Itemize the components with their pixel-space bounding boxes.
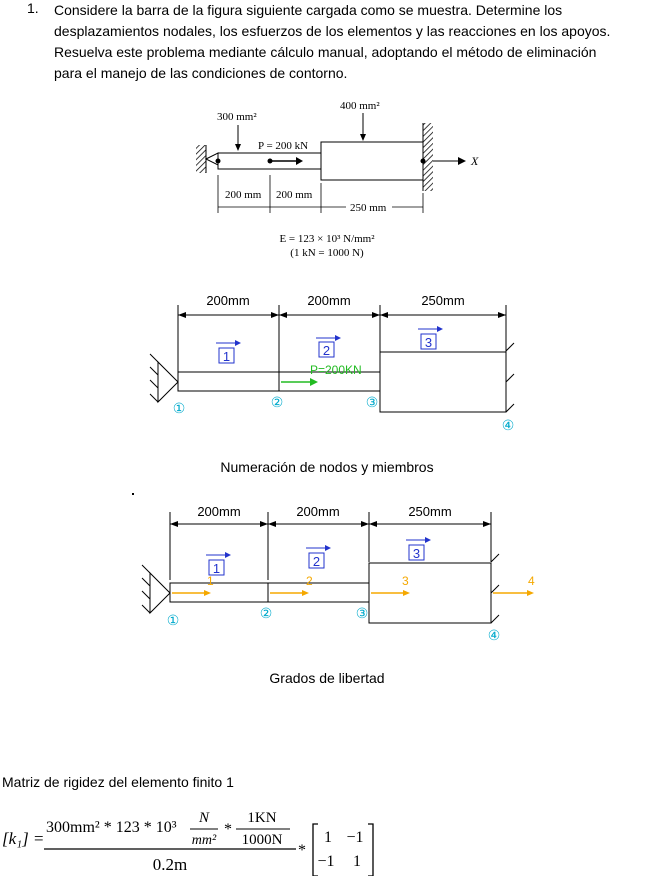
dim-label-3: 250mm (421, 293, 464, 308)
matrix-cell: −1 (346, 829, 363, 846)
figure-problem-bar: X 300 mm² 400 mm² P = 200 kN 200 mm 200 … (196, 100, 479, 259)
problem-line: para el manejo de las condiciones de con… (54, 65, 348, 81)
matrix-right-bracket (368, 823, 374, 876)
member-label-3: 3 (413, 546, 420, 561)
member-bar-3 (379, 351, 507, 413)
conversion-numerator: 1KN (247, 810, 276, 826)
load-arrow-icon (310, 378, 318, 386)
member-label-1: 1 (213, 561, 220, 576)
modulus-label: E = 123 × 10³ N/mm² (279, 233, 375, 245)
figure-degrees-of-freedom: 200mm 200mm 250mm 1 2 3 1 2 3 4 ① ② ③ ④ (141, 504, 535, 643)
unit-numerator: N (198, 810, 210, 826)
matrix-left-bracket (312, 823, 318, 876)
left-support (204, 152, 219, 166)
x-axis-arrow-icon (458, 157, 466, 165)
pin-support (157, 360, 179, 404)
dof-arrow-icon (527, 590, 534, 596)
x-axis-label: X (470, 154, 479, 168)
matrix-section-title: Matriz de rigidez del elemento finito 1 (2, 774, 234, 790)
problem-line: Considere la barra de la figura siguient… (54, 2, 563, 18)
svg-text:*: * (298, 842, 306, 859)
node-label-2: ② (271, 394, 284, 410)
dim-label-2: 200mm (296, 504, 339, 519)
area-label-1: 300 mm² (217, 111, 257, 123)
dof-arrow-icon (302, 590, 309, 596)
left-wall (196, 145, 206, 173)
conversion-label: (1 kN = 1000 N) (290, 247, 364, 259)
load-label: P=200KN (310, 363, 362, 377)
caption-numbering: Numeración de nodos y miembros (220, 459, 434, 475)
matrix-cell: 1 (353, 853, 361, 870)
figure-node-numbering: 200mm 200mm 250mm 1 2 3 P=200KN ① ② ③ ④ (149, 293, 515, 433)
load-label: P = 200 kN (258, 140, 308, 152)
dof-label-1: 1 (207, 574, 214, 588)
formula-denominator: 0.2m (153, 855, 187, 874)
stiffness-formula: [k₁] = 300mm² * 123 * 10³ N mm² * 1KN 10… (2, 810, 374, 876)
member-label-1: 1 (223, 349, 230, 364)
dim-label-1: 200 mm (225, 189, 262, 201)
unit-denominator: mm² (192, 833, 217, 848)
small-dot (132, 493, 134, 495)
member-bar-1 (177, 371, 280, 392)
problem-text: Considere la barra de la figura siguient… (54, 0, 654, 84)
matrix-cell: 1 (324, 829, 332, 846)
dim-label-3: 250 mm (350, 202, 387, 214)
node-label-1: ① (173, 400, 186, 416)
matrix-cell: −1 (317, 853, 334, 870)
member-label-2: 2 (313, 554, 320, 569)
node-label-4: ④ (488, 627, 501, 643)
area-label-2: 400 mm² (340, 100, 380, 112)
node-label-2: ② (260, 605, 273, 621)
dof-arrow-icon (204, 590, 211, 596)
right-wall (423, 123, 433, 191)
member-label-3: 3 (425, 335, 432, 350)
dim-label-3: 250mm (408, 504, 451, 519)
problem-line: desplazamientos nodales, los esfuerzos d… (54, 23, 611, 39)
bar-segment-large (320, 141, 424, 181)
dim-label-1: 200mm (206, 293, 249, 308)
member-label-2: 2 (323, 343, 330, 358)
svg-text:*: * (224, 821, 232, 838)
node-label-1: ① (167, 612, 180, 628)
problem-number: 1. (27, 0, 39, 16)
dof-label-3: 3 (402, 574, 409, 588)
dim-label-2: 200 mm (276, 189, 313, 201)
dof-arrow-icon (403, 590, 410, 596)
pin-support (149, 571, 171, 615)
formula-lhs: [k₁] = (2, 829, 44, 848)
dof-label-2: 2 (306, 574, 313, 588)
dim-label-1: 200mm (197, 504, 240, 519)
caption-dof: Grados de libertad (269, 670, 385, 686)
load-arrow-icon (296, 157, 303, 165)
dim-label-2: 200mm (307, 293, 350, 308)
node-label-4: ④ (502, 417, 515, 433)
node-label-3: ③ (356, 605, 369, 621)
node-label-3: ③ (366, 394, 379, 410)
dof-label-4: 4 (528, 574, 535, 588)
formula-numerator: 300mm² * 123 * 10³ (46, 819, 177, 836)
conversion-denominator: 1000N (242, 832, 283, 848)
problem-line: Resuelva este problema mediante cálculo … (54, 44, 597, 60)
